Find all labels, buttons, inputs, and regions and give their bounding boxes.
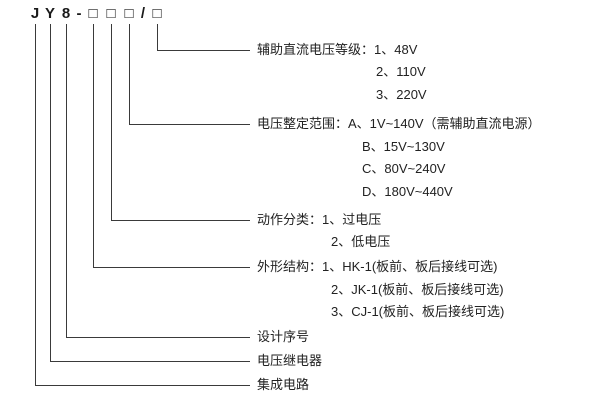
label-aux-voltage-main: 辅助直流电压等级：1、48V bbox=[257, 42, 418, 57]
connector-hline-integrated-circuit bbox=[35, 385, 250, 386]
connector-hline-structure bbox=[93, 267, 250, 268]
connector-hline-design-serial bbox=[66, 337, 250, 338]
model-char-y: Y bbox=[44, 5, 55, 22]
label-voltage-range-optD: D、180V~440V bbox=[362, 184, 453, 199]
connector-hline-aux-voltage bbox=[157, 50, 250, 51]
label-voltage-range-main: 电压整定范围：A、1V~140V（需辅助直流电源） bbox=[257, 116, 541, 131]
connector-vline-box2 bbox=[111, 24, 112, 220]
model-char-8: 8 bbox=[61, 5, 71, 22]
connector-vline-8 bbox=[66, 24, 67, 337]
connector-vline-box4 bbox=[157, 24, 158, 50]
label-action-class-main: 动作分类：1、过电压 bbox=[257, 212, 382, 227]
model-char-dash: - bbox=[76, 5, 82, 22]
connector-hline-voltage-range bbox=[129, 124, 250, 125]
model-char-j: J bbox=[30, 5, 40, 22]
label-structure-opt2: 2、JK-1(板前、板后接线可选) bbox=[331, 282, 504, 297]
label-design-serial: 设计序号 bbox=[257, 329, 310, 344]
label-structure-main: 外形结构：1、HK-1(板前、板后接线可选) bbox=[257, 259, 498, 274]
label-action-class-opt2: 2、低电压 bbox=[331, 234, 391, 249]
label-aux-voltage-opt3: 3、220V bbox=[376, 87, 427, 102]
label-integrated-circuit: 集成电路 bbox=[257, 377, 310, 392]
connector-hline-voltage-relay bbox=[50, 361, 250, 362]
model-char-slash: / bbox=[140, 5, 146, 22]
model-placeholder-box-2: □ bbox=[106, 5, 116, 22]
label-voltage-relay: 电压继电器 bbox=[257, 353, 323, 368]
connector-vline-box3 bbox=[129, 24, 130, 124]
label-structure-opt3: 3、CJ-1(板前、板后接线可选) bbox=[331, 304, 505, 319]
label-voltage-range-optC: C、80V~240V bbox=[362, 161, 446, 176]
connector-vline-j bbox=[35, 24, 36, 385]
label-aux-voltage-opt2: 2、110V bbox=[376, 64, 426, 79]
connector-vline-box1 bbox=[93, 24, 94, 267]
model-placeholder-box-1: □ bbox=[88, 5, 98, 22]
connector-hline-action-class bbox=[111, 220, 250, 221]
label-voltage-range-optB: B、15V~130V bbox=[362, 139, 445, 154]
connector-vline-y bbox=[50, 24, 51, 361]
model-placeholder-box-4: □ bbox=[152, 5, 162, 22]
model-placeholder-box-3: □ bbox=[124, 5, 134, 22]
